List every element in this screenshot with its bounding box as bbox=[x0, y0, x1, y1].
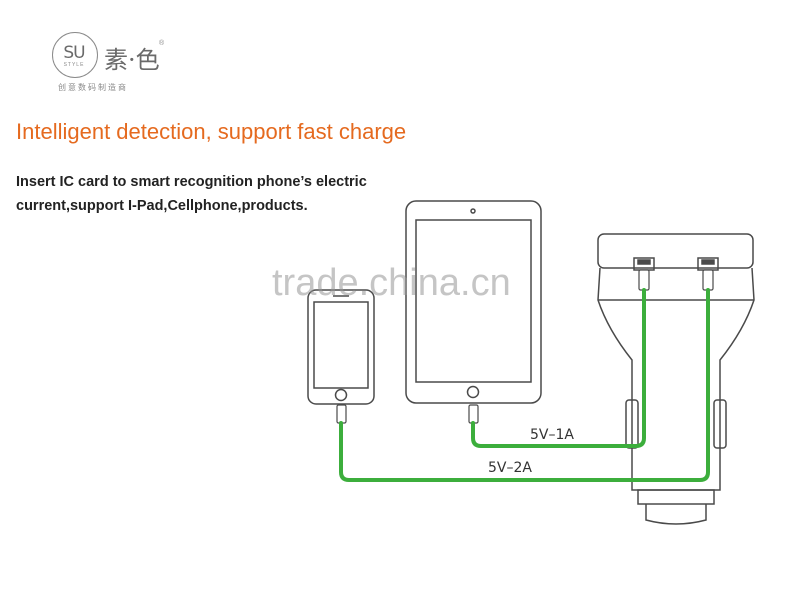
phone-illustration bbox=[307, 289, 375, 405]
description-line-2: current,support I-Pad,Cellphone,products… bbox=[16, 198, 308, 214]
logo-name: 素·色 bbox=[104, 46, 160, 74]
brand-logo: SU STYLE 素·色 ® 创意数码制造商 bbox=[52, 32, 212, 92]
logo-mark: SU bbox=[63, 43, 85, 63]
tablet-output-label: 5V–1A bbox=[530, 427, 574, 443]
logo-circle-icon bbox=[52, 32, 98, 78]
charging-cables bbox=[339, 288, 710, 482]
description-line-1: Insert IC card to smart recognition phon… bbox=[16, 174, 367, 190]
tablet-illustration bbox=[405, 200, 542, 404]
car-charger-illustration bbox=[597, 233, 755, 525]
phone-output-label: 5V–2A bbox=[488, 460, 532, 476]
logo-mark-sub: STYLE bbox=[63, 62, 85, 68]
logo-registered: ® bbox=[159, 40, 165, 47]
description: Insert IC card to smart recognition phon… bbox=[16, 170, 436, 218]
logo-tagline: 创意数码制造商 bbox=[58, 83, 128, 92]
tablet-cable bbox=[471, 288, 646, 448]
watermark: trade.china.cn bbox=[272, 262, 511, 304]
phone-cable bbox=[339, 288, 710, 482]
headline: Intelligent detection, support fast char… bbox=[16, 119, 407, 144]
